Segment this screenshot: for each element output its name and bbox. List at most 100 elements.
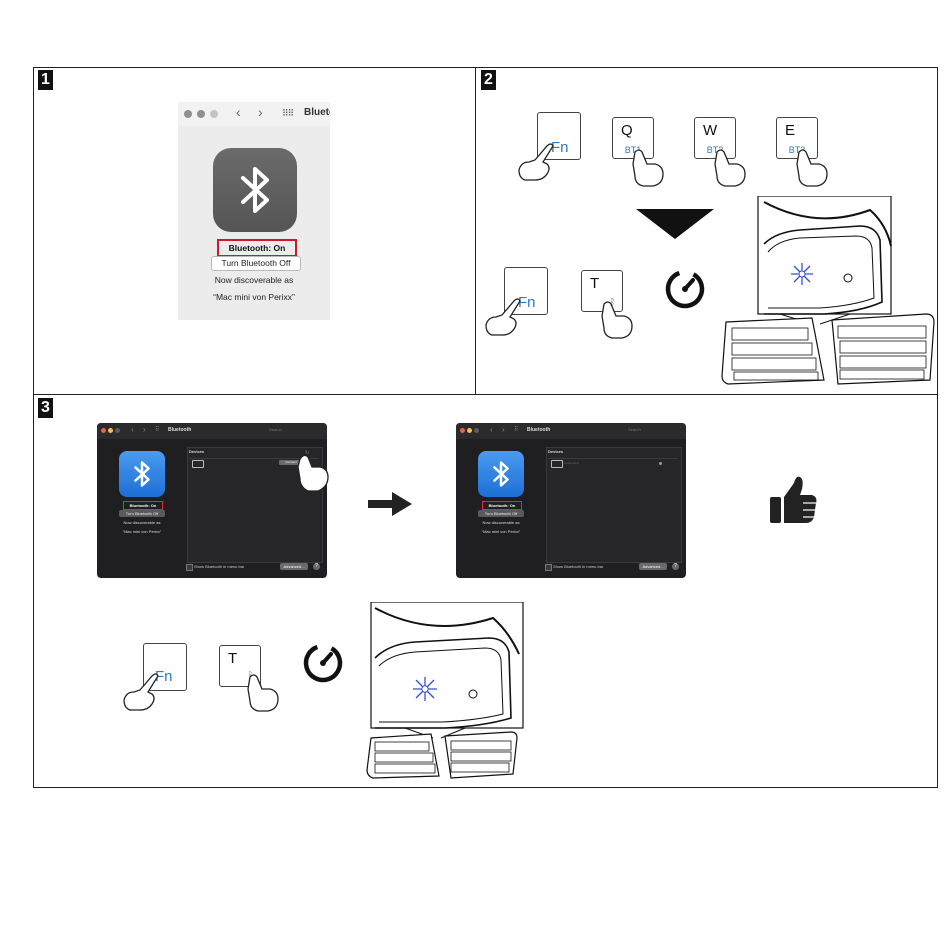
step-number-2: 2 <box>481 70 496 90</box>
key-t[interactable]: T ᛒ <box>581 270 623 312</box>
key-fn-label: Fn <box>155 668 173 685</box>
bluetooth-window-after: ‹ › ⠿ Bluetooth Search Bluetooth: On Tur… <box>456 423 686 578</box>
window-minimize-dot[interactable] <box>467 428 472 433</box>
forward-chevron-icon[interactable]: › <box>258 104 263 120</box>
thumbs-up-icon <box>770 476 817 523</box>
timer-icon <box>665 269 705 309</box>
connected-indicator <box>659 462 662 465</box>
key-fn-label: Fn <box>551 139 569 156</box>
back-chevron-icon[interactable]: ‹ <box>236 104 241 120</box>
search-field[interactable]: Search <box>269 427 282 432</box>
window-close-dot[interactable] <box>184 110 192 118</box>
window-zoom-dot[interactable] <box>210 110 218 118</box>
device-name-text: “Mac mini von Perixx” <box>213 292 295 302</box>
keyboard-led-icon <box>721 196 935 385</box>
key-t-label: T <box>228 650 238 667</box>
pressing-hand-icon <box>796 149 828 187</box>
menu-bar-checkbox-label: Show Bluetooth in menu bar <box>194 564 245 569</box>
devices-header: Devices <box>548 449 564 454</box>
arrow-down-icon <box>636 209 714 239</box>
key-e[interactable]: E BT3 <box>776 117 818 159</box>
discoverable-text: Now discoverable as <box>123 520 161 525</box>
bluetooth-icon <box>478 451 524 497</box>
key-w[interactable]: W BT2 <box>694 117 736 159</box>
connected-label: Connected <box>564 461 579 465</box>
advanced-button[interactable]: Advanced... <box>280 563 308 570</box>
key-q[interactable]: Q BT1 <box>612 117 654 159</box>
discoverable-text: Now discoverable as <box>482 520 520 525</box>
grid-icon[interactable]: ⠿ <box>155 427 160 433</box>
bluetooth-icon <box>119 451 165 497</box>
menu-bar-checkbox[interactable] <box>186 564 193 571</box>
step-number-1: 1 <box>38 70 53 90</box>
back-chevron-icon[interactable]: ‹ <box>131 425 134 434</box>
pointing-hand-icon <box>297 454 329 492</box>
bluetooth-small-icon: ᛒ <box>610 297 616 307</box>
window-title: Blueto <box>304 107 330 118</box>
keyboard-icon <box>192 460 204 468</box>
pressing-hand-icon <box>632 149 664 187</box>
pressing-hand-icon <box>518 143 554 181</box>
turn-bluetooth-off-button[interactable]: Turn Bluetooth Off <box>119 510 165 517</box>
window-toolbar: ‹ › ⠿⠿ Blueto <box>178 102 330 126</box>
menu-bar-checkbox[interactable] <box>545 564 552 571</box>
device-name-text: “Mac mini von Perixx” <box>122 529 162 534</box>
refresh-icon: ↻ <box>305 450 310 456</box>
turn-bluetooth-off-button[interactable]: Turn Bluetooth Off <box>211 256 301 271</box>
devices-list <box>546 447 682 563</box>
device-row[interactable] <box>189 458 319 467</box>
pressing-hand-icon <box>485 298 521 336</box>
window-minimize-dot[interactable] <box>197 110 205 118</box>
bluetooth-status-label: Bluetooth: On <box>482 501 522 510</box>
divider-horizontal <box>33 394 938 395</box>
window-close-dot[interactable] <box>460 428 465 433</box>
window-zoom-dot[interactable] <box>115 428 120 433</box>
pressing-hand-icon <box>601 301 633 339</box>
instruction-frame <box>33 67 938 788</box>
window-minimize-dot[interactable] <box>108 428 113 433</box>
device-row[interactable] <box>548 458 678 467</box>
forward-chevron-icon[interactable]: › <box>143 425 146 434</box>
window-zoom-dot[interactable] <box>474 428 479 433</box>
bluetooth-preferences-crop: ‹ › ⠿⠿ Blueto Bluetooth: On Turn Bluetoo… <box>178 102 330 320</box>
key-q-label: Q <box>621 122 633 139</box>
key-fn-label: Fn <box>518 294 536 311</box>
key-w-sub: BT2 <box>706 145 724 155</box>
connect-button[interactable]: Connect <box>279 460 303 465</box>
pressing-hand-icon <box>714 149 746 187</box>
forward-chevron-icon[interactable]: › <box>502 425 505 434</box>
discoverable-text: Now discoverable as <box>214 275 294 285</box>
keyboard-led-icon <box>366 602 524 779</box>
window-toolbar <box>97 423 327 439</box>
search-field[interactable]: Search <box>628 427 641 432</box>
turn-bluetooth-off-button[interactable]: Turn Bluetooth Off <box>478 510 524 517</box>
grid-icon[interactable]: ⠿ <box>514 427 519 433</box>
devices-header: Devices <box>189 449 205 454</box>
window-title: Bluetooth <box>527 427 551 433</box>
help-button[interactable]: ? <box>672 563 679 570</box>
window-close-dot[interactable] <box>101 428 106 433</box>
window-toolbar <box>456 423 686 439</box>
key-t-label: T <box>590 275 600 292</box>
device-name-text: “Mac mini von Perixx” <box>481 529 521 534</box>
timer-icon <box>303 643 343 683</box>
grid-icon[interactable]: ⠿⠿ <box>282 108 294 118</box>
pressing-hand-icon <box>123 673 159 711</box>
bluetooth-window-before: ‹ › ⠿ Bluetooth Search Bluetooth: On Tur… <box>97 423 327 578</box>
key-e-label: E <box>785 122 796 139</box>
key-q-sub: BT1 <box>624 145 642 155</box>
help-button[interactable]: ? <box>313 563 320 570</box>
divider-vertical <box>475 67 476 394</box>
key-e-sub: BT3 <box>788 145 806 155</box>
back-chevron-icon[interactable]: ‹ <box>490 425 493 434</box>
advanced-button[interactable]: Advanced... <box>639 563 667 570</box>
bluetooth-icon <box>213 148 297 232</box>
step-number-3: 3 <box>38 398 53 418</box>
key-w-label: W <box>703 122 718 139</box>
arrow-right-icon <box>368 492 412 516</box>
window-title: Bluetooth <box>168 427 192 433</box>
pressing-hand-icon <box>247 674 279 712</box>
bluetooth-status-label: Bluetooth: On <box>217 239 297 257</box>
keyboard-icon <box>551 460 563 468</box>
bluetooth-status-label: Bluetooth: On <box>123 501 163 510</box>
